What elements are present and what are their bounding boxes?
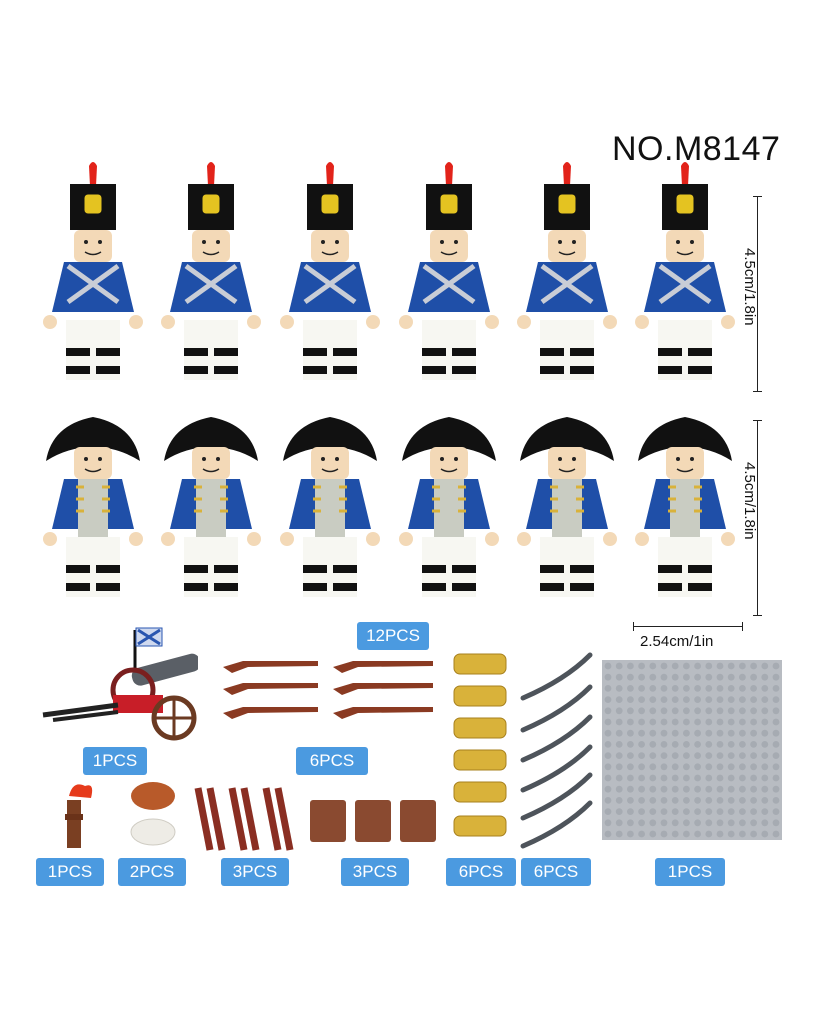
minifigure-bicorne [38, 395, 148, 625]
rifles-illustration [223, 661, 433, 719]
minifigures-qty-badge: 12PCS [357, 622, 429, 650]
hair-beard-qty-badge: 2PCS [118, 858, 186, 886]
minifigure-bicorne [275, 395, 385, 625]
width-dimension-line [633, 622, 743, 631]
epaulettes-illustration [453, 653, 507, 837]
height-dimension-line-row1 [753, 196, 762, 392]
cannon-qty-badge: 1PCS [83, 747, 147, 775]
minifigure-shako [156, 160, 266, 390]
rifles-qty-badge: 6PCS [296, 747, 368, 775]
swords-illustration [520, 652, 593, 849]
swords-qty-badge: 6PCS [521, 858, 591, 886]
cannon-illustration [42, 627, 198, 741]
minifigure-bicorne [394, 395, 504, 625]
height-dimension-line-row2 [753, 420, 762, 616]
minifigure-shako [275, 160, 385, 390]
height-label-row2: 4.5cm/1.8in [741, 462, 758, 540]
straps-illustration [194, 787, 294, 851]
torch-qty-badge: 1PCS [36, 858, 104, 886]
minifigure-shako [512, 160, 622, 390]
minifigure-bicorne [512, 395, 622, 625]
hair-beard-illustration [130, 782, 176, 846]
baseplate-illustration [602, 660, 782, 840]
model-number: NO.M8147 [612, 130, 781, 168]
epaulettes-qty-badge: 6PCS [446, 858, 516, 886]
backpacks-illustration [310, 800, 436, 842]
minifigure-bicorne [630, 395, 740, 625]
minifigure-bicorne [156, 395, 266, 625]
minifigure-shako [38, 160, 148, 390]
torch-illustration [65, 784, 93, 848]
height-label-row1: 4.5cm/1.8in [741, 248, 758, 326]
minifigure-shako [394, 160, 504, 390]
straps-qty-badge: 3PCS [221, 858, 289, 886]
backpacks-qty-badge: 3PCS [341, 858, 409, 886]
minifigure-shako [630, 160, 740, 390]
width-label: 2.54cm/1in [640, 633, 714, 650]
baseplate-qty-badge: 1PCS [655, 858, 725, 886]
